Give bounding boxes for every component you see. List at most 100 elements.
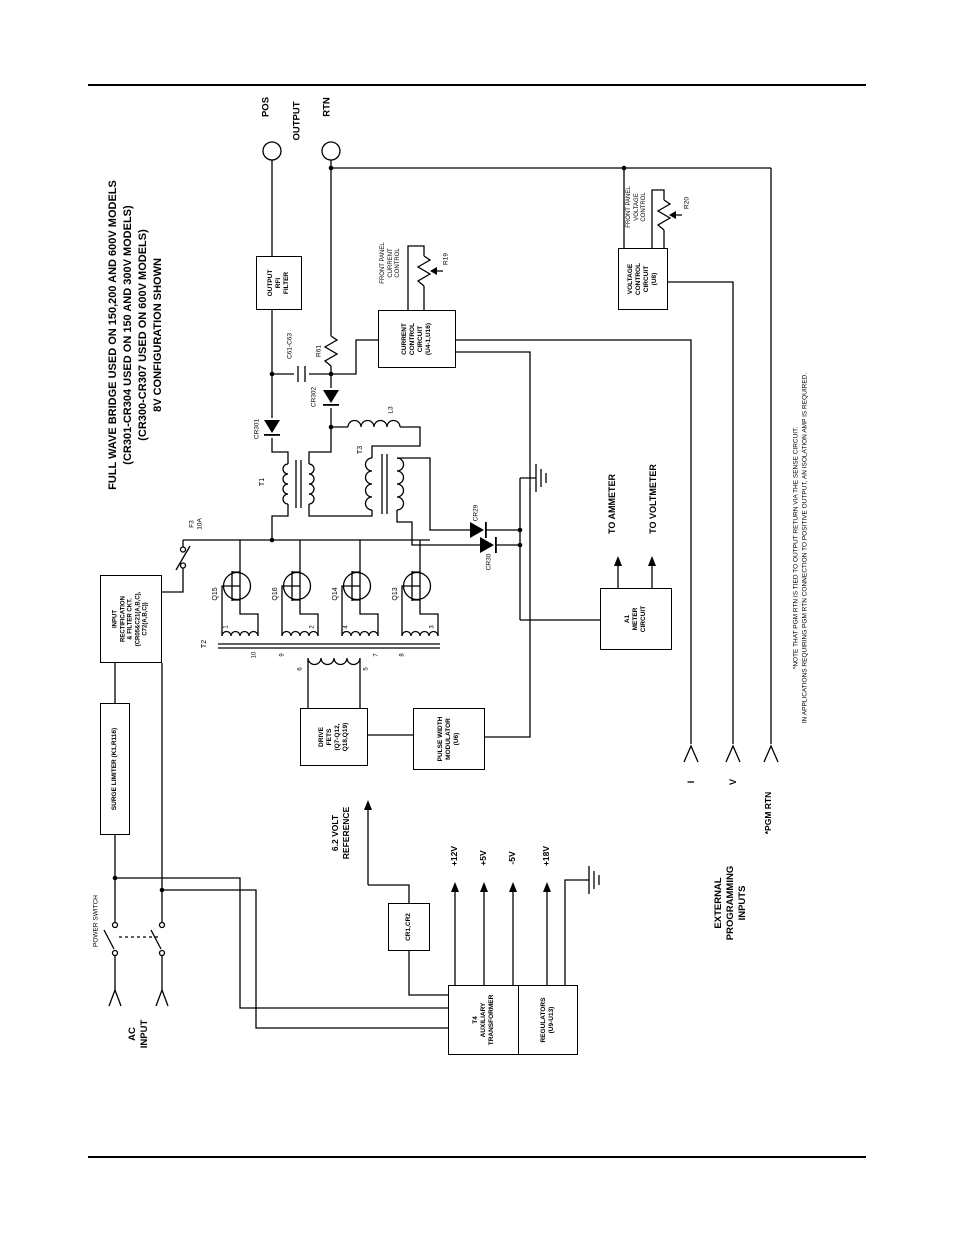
power-switch-symbol [111,921,166,957]
wire-aux-feed [115,877,448,1029]
diode-cr301 [264,420,280,436]
front-panel-voltage-label: FRONT PANEL VOLTAGE CONTROL [625,186,647,228]
drive-fets-box-label: DRIVE FETS (Q7-Q12, Q18,Q19) [317,722,350,752]
cr30-label: CR30 [485,553,493,571]
surge-limiter-box: SURGE LIMITER (K1,R116) [100,703,130,835]
voltage-control-box: VOLTAGE CONTROL CIRCUIT (U8) [618,248,668,310]
mosfet-q13 [401,566,439,636]
cr302-label: CR302 [310,386,318,408]
wire-l3 [331,426,421,458]
t1-label: T1 [258,477,266,487]
t2-tap-3: 3 [429,625,436,629]
transformer-t3 [364,454,405,514]
pot-wiper-arrowheads [430,211,676,275]
wire-reference [367,806,448,996]
transformer-t2 [218,630,440,708]
wire-drain-rail [183,539,430,566]
i-input-label: I [685,780,696,784]
meter-circuit-box: A1 METER CIRCUIT [600,588,672,650]
mosfet-q16 [281,566,319,636]
voltage-control-box-label: VOLTAGE CONTROL CIRCUIT (U8) [626,262,659,296]
fuse-f3 [162,540,191,593]
chevron-arrows [108,744,779,1007]
to-ammeter-label: TO AMMETER [606,474,617,534]
q13-label: Q13 [391,587,399,601]
t4-aux-transformer-box-label: T4 AUXILIARY TRANSFORMER [471,994,496,1046]
output-rfi-filter-box: OUTPUT RFI FILTER [256,256,302,310]
external-programming-label: EXTERNAL PROGRAMMING INPUTS [713,865,748,941]
transformer-t1 [282,460,315,508]
ref-6-2-volt-label: 6.2 VOLT REFERENCE [330,806,351,860]
pos-label: POS [260,96,272,118]
t2-tap-9: 9 [279,653,286,657]
r19-label: R19 [442,253,450,265]
pgm-rtn-label: *PGM RTN [763,791,774,835]
output-label: OUTPUT [291,101,303,141]
cr1-cr2-box: CR1,CR2 [388,903,430,951]
mosfet-q14 [341,566,379,636]
r20-label: R20 [683,197,691,209]
minus-5v-label: -5V [507,851,518,865]
cr1-cr2-box-label: CR1,CR2 [404,913,412,941]
t2-tap-6: 6 [297,667,304,671]
wire-top-rail [331,167,772,744]
t2-tap-10: 10 [251,651,258,659]
pgm-rtn-note: *NOTE THAT PGM RTN IS TIED TO OUTPUT RET… [792,372,809,724]
current-control-box-label: CURRENT CONTROL CIRCUIT (U4-1,U16) [400,322,433,356]
diode-cr30 [480,537,497,553]
junction-dots [112,165,627,893]
t2-tap-7: 7 [373,653,380,657]
surge-limiter-box-label: SURGE LIMITER (K1,R116) [110,727,118,811]
inductor-l3 [347,419,401,428]
rail-arrowheads [364,800,551,892]
wire-meter-arrows [617,564,653,588]
output-rfi-filter-box-label: OUTPUT RFI FILTER [266,269,291,297]
wire-current-control [331,339,378,375]
potentiometer-r19 [407,245,443,310]
ammeter-arrowhead [614,556,622,566]
q16-label: Q16 [271,587,279,601]
wire-regulator-outputs [454,888,548,985]
mosfet-q15 [221,566,259,636]
front-panel-current-label: FRONT PANEL CURRENT CONTROL [379,242,401,284]
t4-aux-transformer-box: T4 AUXILIARY TRANSFORMER [448,985,520,1055]
diode-cr302 [323,390,339,406]
f3-label: F3 10A [188,518,204,530]
to-voltmeter-label: TO VOLTMETER [647,464,658,534]
ground-symbol-aux [564,866,600,985]
top-rule [88,84,866,86]
drive-fets-box: DRIVE FETS (Q7-Q12, Q18,Q19) [300,708,368,766]
wire-ext-programming [368,281,734,744]
input-rectification-box-label: INPUT RECTIFICATION & FILTER CKT. (CR05&… [112,591,149,647]
wire-rtn [308,160,373,517]
t2-tap-5: 5 [363,667,370,671]
ground-symbol-sense [535,464,547,492]
cr29-label: CR29 [472,504,480,522]
c61-c63-label: C61-C63 [286,332,294,360]
schematic-title: FULL WAVE BRIDGE USED ON 150,200 AND 600… [107,180,164,490]
plus-5v-label: +5V [478,850,489,866]
power-switch-label: POWER SWITCH [92,895,100,947]
l3-label: L3 [387,406,395,414]
potentiometer-r20 [651,189,682,248]
t3-label: T3 [356,445,364,455]
voltmeter-arrowhead [648,556,656,566]
wire-sense [396,457,600,621]
diode-cr29 [470,522,487,538]
q15-label: Q15 [211,587,219,601]
plus-12v-label: +12V [449,845,460,867]
pwm-box: PULSE WIDTH MODULATOR (U6) [413,708,485,770]
rtn-label: RTN [321,97,333,117]
t2-tap-4: 4 [343,625,350,629]
bottom-rule [88,1156,866,1158]
meter-circuit-box-label: A1 METER CIRCUIT [623,605,648,633]
t2-tap-8: 8 [399,653,406,657]
v-input-label: V [727,778,738,786]
t2-tap-2: 2 [309,625,316,629]
cr301-label: CR301 [253,418,261,440]
current-control-box: CURRENT CONTROL CIRCUIT (U4-1,U16) [378,310,456,368]
plus-18v-label: +18V [541,845,552,867]
